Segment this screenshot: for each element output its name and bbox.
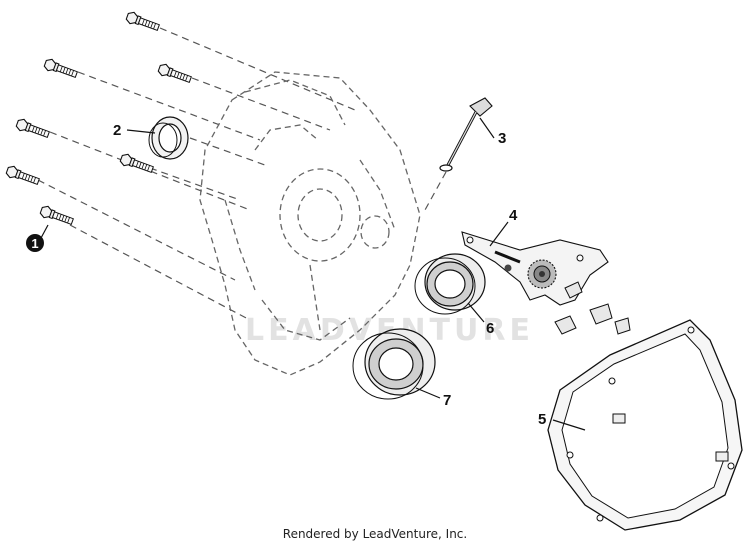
ball-bearing-part-7	[352, 328, 436, 400]
governor-assembly-part-4	[461, 231, 631, 335]
gasket-part-5	[547, 319, 743, 531]
callout-2[interactable]: 2	[113, 122, 121, 139]
crankcase-cover-phantom	[199, 71, 421, 376]
callout-7[interactable]: 7	[443, 392, 451, 409]
callout-5[interactable]: 5	[538, 411, 546, 428]
governor-shaft-part-3	[424, 97, 493, 211]
ball-bearing-part-6	[414, 253, 486, 315]
footer-credit: Rendered by LeadVenture, Inc.	[283, 527, 467, 541]
callout-4[interactable]: 4	[509, 207, 518, 224]
callout-1[interactable]: 1	[26, 234, 44, 252]
callout-1-label: 1	[31, 236, 38, 251]
guide-lines	[37, 27, 356, 321]
callout-3[interactable]: 3	[498, 130, 506, 147]
leader-lines	[40, 117, 586, 431]
callout-6[interactable]: 6	[486, 320, 494, 337]
oil-seal-part-2	[148, 116, 189, 160]
